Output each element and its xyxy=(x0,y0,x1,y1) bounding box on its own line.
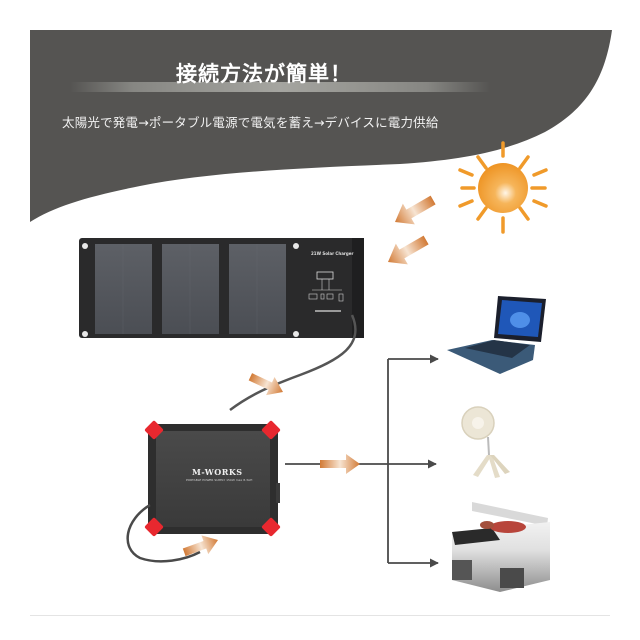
solar-panel-label: 21W Solar Charger xyxy=(311,251,353,256)
power-station-model: PORTABLE POWER SUPPLY 150W max 8.3AH xyxy=(186,478,253,482)
charge-arrow-panel xyxy=(248,373,283,396)
sunlight-arrow-1 xyxy=(395,195,436,225)
laptop-icon xyxy=(447,296,546,374)
fridge-icon xyxy=(452,502,550,592)
banner-shape xyxy=(30,30,612,222)
sun-icon xyxy=(458,141,548,234)
sunlight-arrow-2 xyxy=(388,235,429,265)
power-station xyxy=(144,420,281,537)
output-arrow xyxy=(320,454,360,474)
power-station-brand: M-WORKS xyxy=(192,467,243,477)
solar-panel xyxy=(79,238,364,338)
charge-arrow-input xyxy=(182,535,218,557)
panel-cable xyxy=(229,314,357,412)
page-subtitle: 太陽光で発電→ポータブル電源で電気を蓄え→デバイスに電力供給 xyxy=(62,115,439,130)
bottom-divider xyxy=(30,615,610,616)
input-cable xyxy=(126,503,201,563)
title-underline xyxy=(70,82,490,92)
fan-icon xyxy=(461,406,510,478)
page-title-text: 接続方法が簡単！ xyxy=(176,62,352,86)
